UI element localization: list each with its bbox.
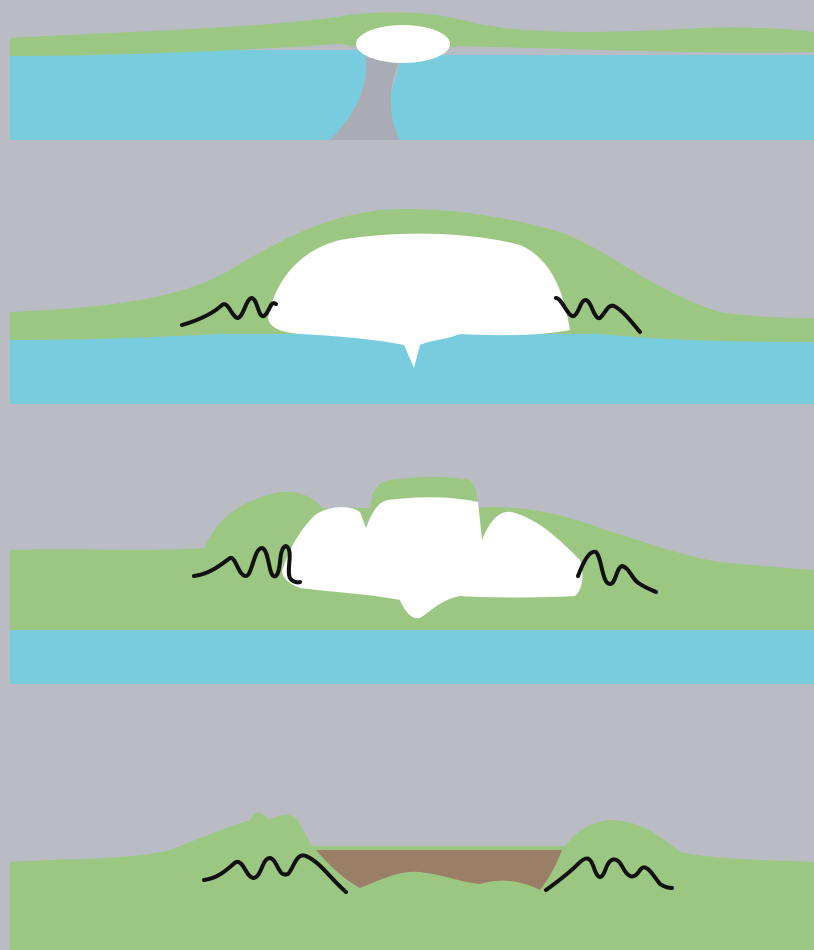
stage-1-water-layer-left	[10, 50, 366, 140]
stage-1-water-layer-right	[387, 55, 814, 140]
stage-1-white-body	[356, 25, 450, 63]
stage-3-water-layer	[10, 630, 814, 684]
